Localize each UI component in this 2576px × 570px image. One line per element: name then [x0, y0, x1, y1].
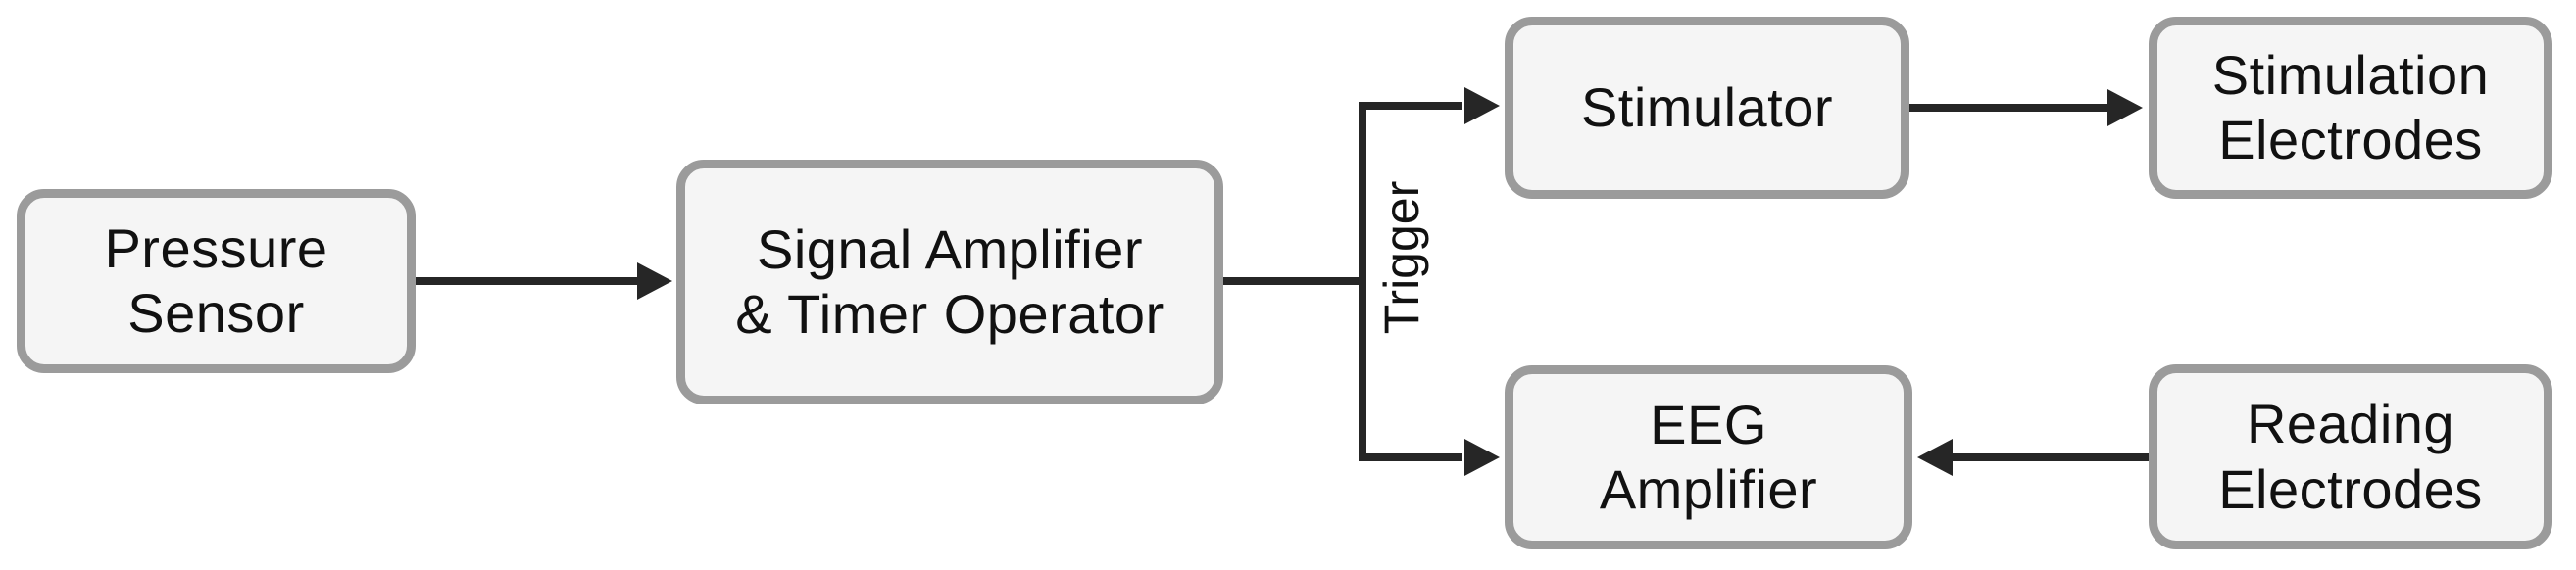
node-label: Reading Electrodes: [2218, 393, 2483, 520]
node-reading-electrodes: Reading Electrodes: [2149, 364, 2552, 549]
node-pressure-sensor: Pressure Sensor: [17, 189, 416, 373]
node-label: Signal Amplifier & Timer Operator: [735, 217, 1164, 345]
edge-label-trigger: Trigger: [1374, 180, 1429, 335]
arrowhead-icon: [1917, 439, 1953, 476]
node-signal-amplifier: Signal Amplifier & Timer Operator: [676, 160, 1223, 404]
node-eeg-amplifier: EEG Amplifier: [1505, 365, 1912, 549]
node-label: Stimulator: [1580, 75, 1834, 138]
node-label: Stimulation Electrodes: [2211, 43, 2490, 170]
node-stimulator: Stimulator: [1505, 17, 1909, 199]
node-label: EEG Amplifier: [1599, 393, 1818, 520]
trigger-branch-line: [1359, 102, 1462, 461]
arrowhead-icon: [1464, 439, 1500, 476]
arrowhead-icon: [637, 262, 672, 300]
node-stimulation-electrodes: Stimulation Electrodes: [2149, 17, 2552, 199]
arrowhead-icon: [1464, 87, 1500, 124]
arrowhead-icon: [2107, 89, 2143, 126]
node-label: Pressure Sensor: [104, 216, 328, 344]
